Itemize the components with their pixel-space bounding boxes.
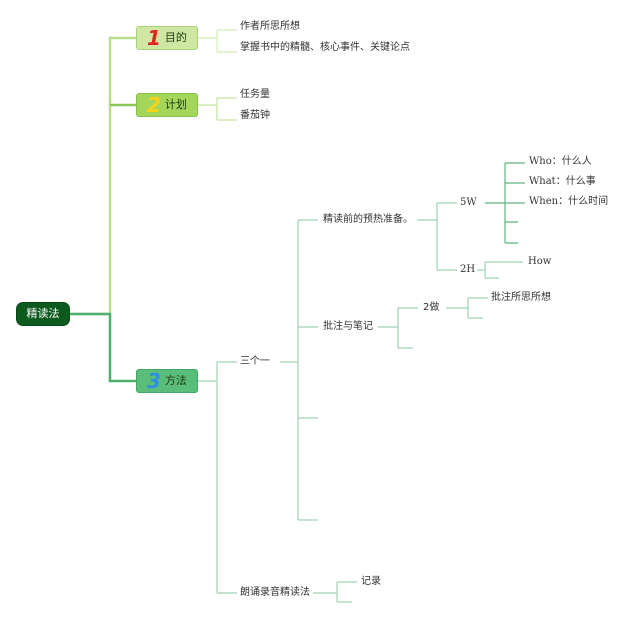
- five-w-item[interactable]: What：什么事: [529, 176, 596, 187]
- reading-item[interactable]: 记录: [361, 576, 381, 587]
- two-do-topic[interactable]: 2做: [423, 302, 440, 313]
- five-w-item[interactable]: When：什么时间: [529, 196, 609, 207]
- connector-5w-items: [485, 162, 525, 244]
- connector-plan-items: [197, 97, 237, 121]
- five-w-item[interactable]: Who：什么人: [529, 156, 592, 167]
- number-two-icon: 2: [147, 93, 161, 117]
- plan-item[interactable]: 番茄钟: [240, 110, 270, 121]
- connector-reading-items: [313, 581, 357, 603]
- five-w-topic[interactable]: 5W: [460, 197, 477, 208]
- connector-root-goal: [69, 36, 137, 316]
- connector-2do-items: [446, 297, 488, 319]
- number-one-icon: 1: [147, 26, 161, 50]
- reading-topic[interactable]: 朗诵录音精读法: [240, 587, 310, 598]
- plan-item[interactable]: 任务量: [240, 89, 270, 100]
- connector-root-method: [69, 312, 137, 383]
- two-do-item[interactable]: 批注所思所想: [491, 292, 551, 303]
- topic-method-label: 方法: [164, 374, 187, 387]
- connector-annotate: [378, 307, 418, 349]
- connector-2h-items: [477, 261, 523, 279]
- connector-three-one: [280, 219, 318, 521]
- topic-goal-label: 目的: [164, 31, 187, 44]
- goal-item[interactable]: 掌握书中的精髓、核心事件、关键论点: [240, 42, 410, 53]
- root-topic[interactable]: 精读法: [17, 303, 69, 325]
- connector-prep: [417, 202, 457, 271]
- three-one-topic[interactable]: 三个一: [240, 356, 270, 367]
- number-three-icon: 3: [147, 369, 161, 393]
- two-h-item[interactable]: How: [528, 256, 552, 267]
- goal-item[interactable]: 作者所思所想: [240, 21, 300, 32]
- two-h-topic[interactable]: 2H: [460, 264, 476, 275]
- topic-plan-label: 计划: [164, 98, 187, 111]
- prep-topic[interactable]: 精读前的预热准备。: [323, 214, 413, 225]
- connector-method-children: [197, 361, 237, 594]
- connector-goal-items: [197, 29, 237, 53]
- annotate-topic[interactable]: 批注与笔记: [323, 321, 373, 332]
